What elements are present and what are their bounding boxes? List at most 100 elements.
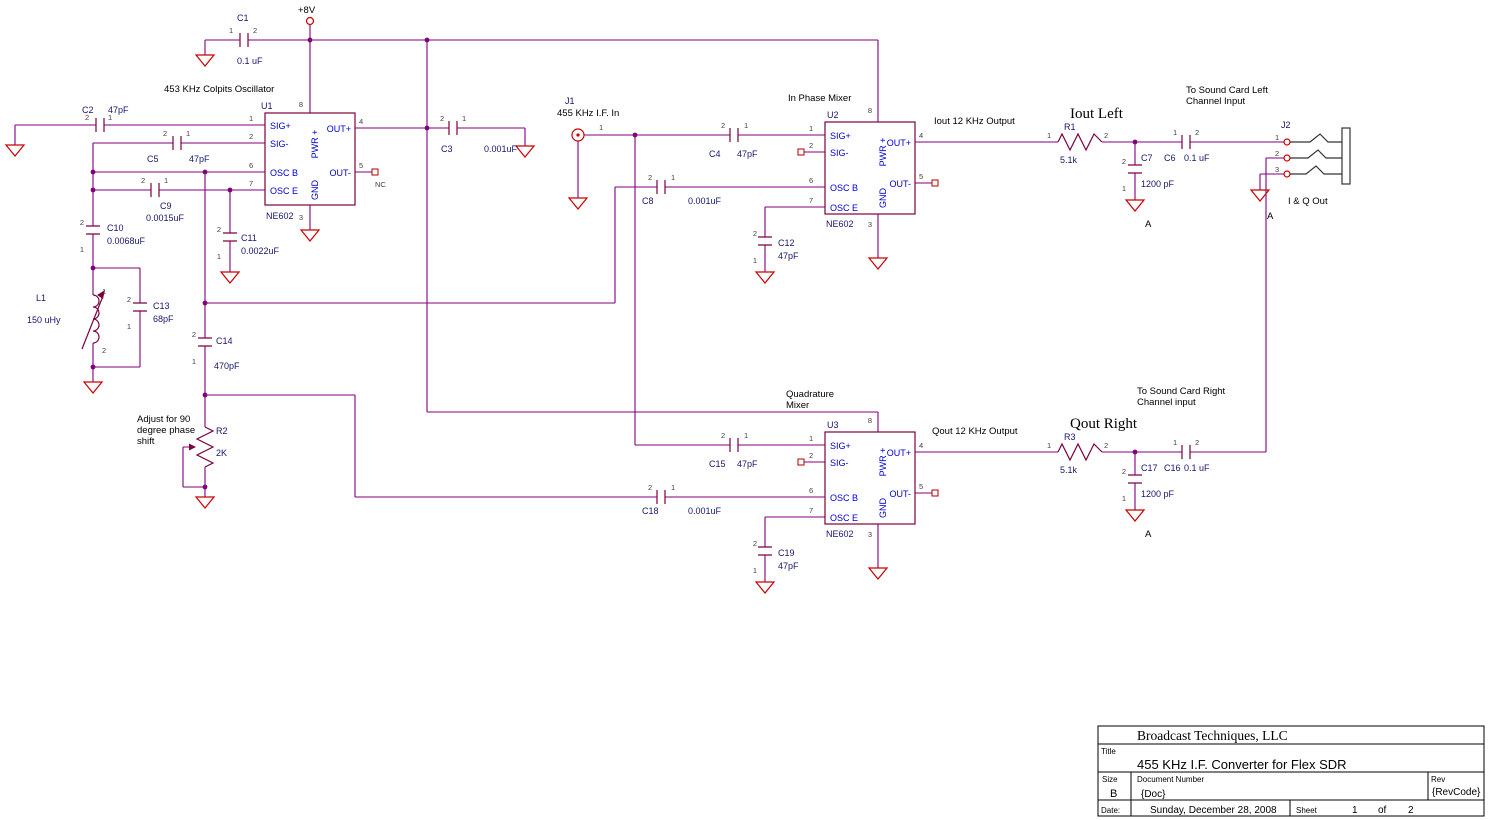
ground-symbol[interactable]: [1125, 509, 1145, 522]
junction-dot: [90, 364, 96, 370]
resistor-r3-symbol[interactable]: [1057, 442, 1103, 462]
potentiometer-r2[interactable]: [189, 426, 215, 468]
resistor-r1-symbol[interactable]: [1057, 132, 1103, 152]
u2-ref: U2: [827, 110, 839, 120]
iq-out-label: I & Q Out: [1288, 196, 1328, 207]
ic-u1-body[interactable]: [264, 112, 356, 206]
ground-symbol[interactable]: [755, 581, 775, 594]
pin-number-label: 1: [462, 114, 466, 123]
ground-symbol[interactable]: [300, 229, 320, 242]
pin-number-label: 4: [919, 131, 923, 140]
ground-symbol[interactable]: [515, 145, 535, 158]
power-symbol-8v[interactable]: +8V: [298, 5, 316, 26]
power-net-label: +8V: [298, 5, 316, 16]
jack-contact-tip: [1290, 133, 1342, 143]
ground-symbol[interactable]: [568, 197, 588, 210]
connector-j2-pin1[interactable]: [1283, 138, 1291, 146]
ground-symbol[interactable]: [1125, 199, 1145, 212]
c17-ref: C17: [1141, 463, 1158, 473]
ground-symbol[interactable]: [83, 381, 103, 394]
ground-symbol[interactable]: [220, 271, 240, 284]
capacitor-c14-symbol[interactable]: [197, 337, 213, 347]
capacitor-c12-symbol[interactable]: [757, 236, 773, 246]
quadrature-mixer-label: Quadrature: [786, 389, 834, 400]
junction-dot: [307, 37, 313, 43]
u1-ref: U1: [261, 101, 273, 111]
potentiometer-r2-symbol[interactable]: [195, 426, 215, 468]
ic-u2-body[interactable]: [824, 121, 916, 215]
r2-ref: R2: [216, 426, 228, 436]
u2-pin-name: OUT-: [890, 179, 912, 189]
c10-ref: C10: [107, 223, 124, 233]
pin-number-label: 2: [1122, 157, 1126, 166]
capacitor-c17-symbol[interactable]: [1127, 474, 1143, 484]
capacitor-c13-symbol[interactable]: [132, 302, 148, 312]
capacitor-c11-symbol[interactable]: [222, 232, 238, 242]
junction-dot: [90, 169, 96, 175]
capacitor-c9-symbol[interactable]: [150, 182, 160, 198]
title-block: Broadcast Techniques, LLC Title 455 KHz …: [1097, 725, 1485, 817]
pin-number-label: 7: [809, 506, 813, 515]
connector-j2-pin2[interactable]: [1283, 154, 1291, 162]
capacitor-c1-symbol[interactable]: [239, 32, 249, 48]
capacitor-c5-symbol[interactable]: [172, 135, 182, 151]
ground-symbol[interactable]: [195, 496, 215, 509]
u2-pin-name: PWR +: [878, 138, 888, 167]
pin-number-label: 1: [599, 123, 603, 132]
capacitor-c19-symbol[interactable]: [757, 546, 773, 556]
capacitor-c8-symbol[interactable]: [656, 179, 666, 195]
ic-u2[interactable]: U2 NE602 SIG+ SIG- OSC B OSC E OUT+ OUT-…: [809, 106, 923, 229]
pin-number-label: 2: [721, 431, 725, 440]
c11-ref: C11: [241, 233, 257, 243]
pin-number-label: 3: [299, 213, 303, 222]
connector-j2[interactable]: J2 1 2 3: [1275, 120, 1351, 185]
c2-value: 47pF: [108, 105, 129, 115]
l1-ref: L1: [36, 293, 46, 303]
capacitor-c3-symbol[interactable]: [448, 120, 458, 136]
u3-pin-name: GND: [878, 498, 888, 519]
component-labels: C1 0.1 uF 1 2 C2 47pF 2 1 C5 47pF 2 1 C9…: [27, 13, 1210, 575]
capacitor-c7-symbol[interactable]: [1127, 164, 1143, 174]
junction-dot: [202, 484, 208, 490]
wire-if-input: [577, 134, 825, 446]
connector-j1-symbol[interactable]: [571, 128, 585, 142]
u1-part: NE602: [266, 211, 294, 221]
capacitor-c18-symbol[interactable]: [656, 489, 666, 505]
pin-number-label: 2: [1122, 467, 1126, 476]
ground-symbol[interactable]: [5, 144, 25, 157]
capacitor-c16-symbol[interactable]: [1181, 444, 1191, 460]
ground-symbol[interactable]: [195, 54, 215, 67]
ground-symbol[interactable]: [755, 271, 775, 284]
gnd-net-a-label: A: [1267, 211, 1274, 222]
capacitor-c2-symbol[interactable]: [95, 117, 105, 133]
u3-pin-name: OUT-: [890, 489, 912, 499]
title-block-dividers: [1098, 743, 1484, 816]
resistor-r3[interactable]: [1057, 442, 1103, 462]
date-value: Sunday, December 28, 2008: [1150, 805, 1277, 816]
capacitor-c10-symbol[interactable]: [85, 225, 101, 235]
ic-u1[interactable]: U1 NE602 SIG+ SIG- OSC B OSC E OUT+ OUT-…: [249, 100, 363, 222]
resistor-r1[interactable]: [1057, 132, 1103, 152]
capacitor-c15-symbol[interactable]: [729, 437, 739, 453]
capacitor-c6-symbol[interactable]: [1181, 134, 1191, 150]
ground-symbol[interactable]: [868, 257, 888, 270]
ground-symbol[interactable]: [868, 567, 888, 580]
connector-j2-pin3[interactable]: [1283, 170, 1291, 178]
r3-ref: R3: [1064, 432, 1076, 442]
capacitor-c4-symbol[interactable]: [729, 127, 739, 143]
pin-number-label: 2: [721, 121, 725, 130]
connector-j1[interactable]: J1 455 KHz I.F. In 1: [557, 96, 619, 142]
pin-number-label: 4: [919, 441, 923, 450]
ic-u3[interactable]: U3 NE602 SIG+ SIG- OSC B OSC E OUT+ OUT-…: [809, 416, 923, 539]
c7-ref: C7: [1141, 153, 1153, 163]
jack-contact-ring: [1290, 149, 1342, 159]
pin-number-label: 3: [868, 530, 872, 539]
inductor-l1[interactable]: [81, 290, 105, 350]
title-field-label: Title: [1101, 747, 1116, 756]
pin-number-label: 1: [80, 245, 84, 254]
ic-u3-body[interactable]: [824, 431, 916, 525]
sound-card-right-label: To Sound Card Right: [1137, 386, 1226, 397]
inductor-l1-symbol[interactable]: [92, 294, 100, 344]
junction-dot: [424, 37, 430, 43]
pin-number-label: 2: [809, 451, 813, 460]
